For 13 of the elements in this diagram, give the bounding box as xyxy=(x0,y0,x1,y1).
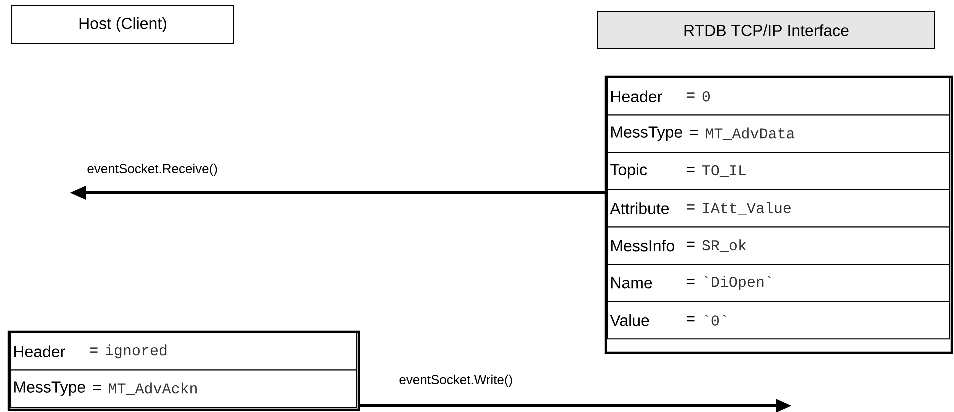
edge-label: eventSocket.Receive() xyxy=(86,162,219,178)
edge-label: eventSocket.Write() xyxy=(398,374,514,388)
field-row: MessInfo = SR_ok xyxy=(608,226,950,265)
title-box: Host (Client) xyxy=(12,6,234,44)
field-row: MessType = MT_AdvAckn xyxy=(10,370,358,408)
field-row: Header = ignored xyxy=(10,332,358,371)
field-row: Attribute = IAtt_Value xyxy=(608,189,950,228)
field-row: Topic = TO_IL xyxy=(608,152,950,190)
title-box: RTDB TCP/IP Interface xyxy=(598,12,936,50)
field-row: MessType = MT_AdvData xyxy=(608,114,950,154)
field-row: Value = `0` xyxy=(608,301,950,340)
field-row: Header = 0 xyxy=(608,78,950,116)
field-row: Name = `DiOpen` xyxy=(608,264,950,302)
